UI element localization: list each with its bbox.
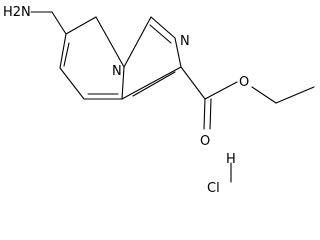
bond-c1-to-fusion [121,66,182,100]
bond-carbonyl-carbon-to-ester-oxygen [204,81,238,100]
bond-imidazole-inner-double-lower [132,71,176,97]
ester-oxygen-label: O [239,75,249,90]
bond-bridgehead-to-pyridine-top [95,16,125,68]
bond-carbonyl-double-parallel [209,98,212,130]
bond-ethyl [275,86,315,104]
bond-pyridine-left-to-bottom [59,67,85,100]
bond-ch2carbon-pyridine [59,33,67,69]
bond-carbonyl-carbon-to-oxygen [203,98,206,130]
bond-fusion-to-bridgehead [121,66,125,100]
bond-lines [30,11,315,183]
bond-imidazole-inner-double-top [149,24,172,44]
bond-imidazole-nitrogen-to-c1 [174,37,182,68]
bond-imidazole-top-to-nitrogen [150,16,176,39]
chlorine-label: Cl [207,181,220,196]
bond-pyridine-inner-double-left [63,42,70,67]
bond-c1-to-carbonyl-carbon [180,66,206,100]
carbonyl-oxygen-label: O [200,134,210,149]
bridgehead-nitrogen-label: N [112,64,122,79]
bond-pyridine-upper-left-to-top [65,16,97,35]
amine-label: H2N [3,5,31,20]
bond-ch2-ring [51,11,67,35]
hydrogen-label: H [226,152,236,167]
imidazole-nitrogen-label: N [180,34,190,49]
bond-bridgehead-to-imidazole-top [123,16,152,68]
atom-labels: H2N N N O O H Cl [3,5,249,196]
bond-ester-oxygen-to-ethyl [251,86,277,104]
chemical-structure-diagram: H2N N N O O H Cl [3,5,315,196]
